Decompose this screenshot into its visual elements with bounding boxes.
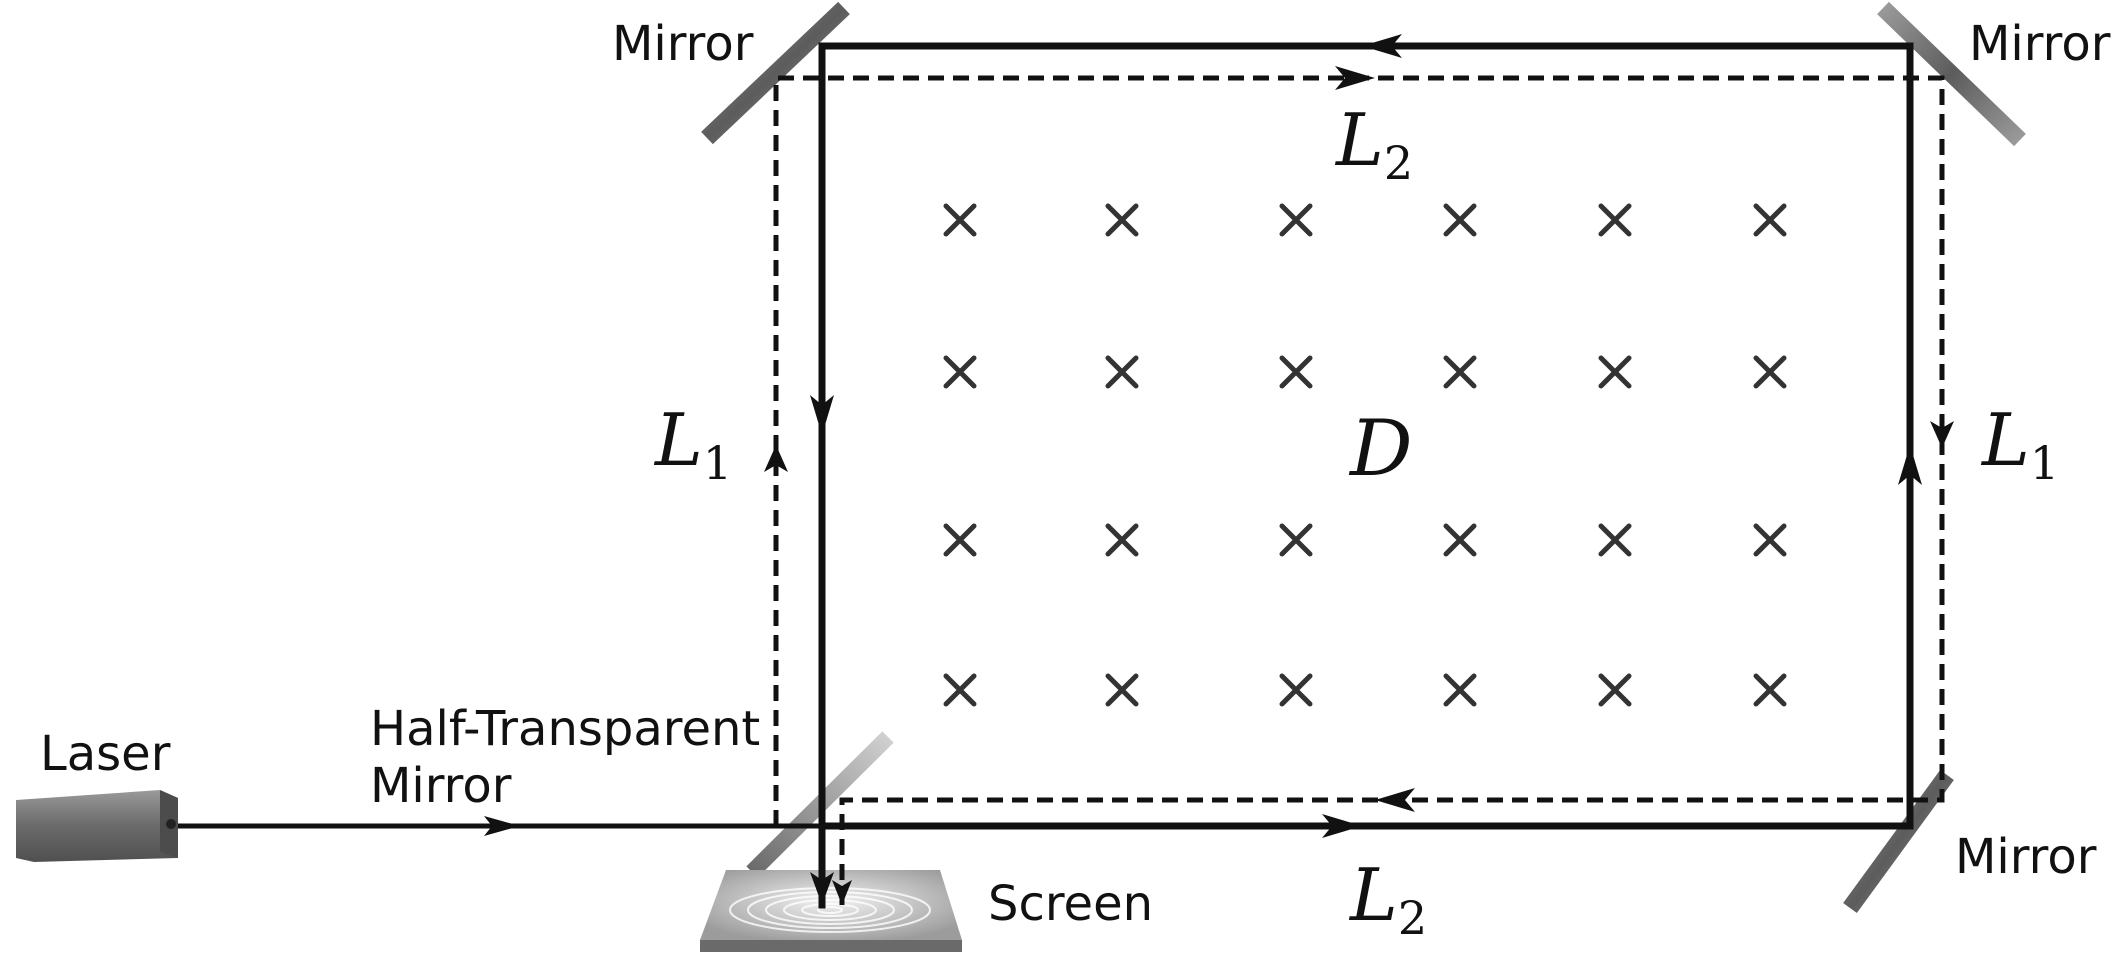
field-cross xyxy=(1105,673,1139,707)
field-cross xyxy=(1598,355,1632,389)
field-cross xyxy=(1279,203,1313,237)
magnetic-field-crosses xyxy=(943,203,1787,707)
field-cross-stroke xyxy=(1598,673,1632,707)
field-cross-stroke xyxy=(1598,355,1632,389)
field-cross xyxy=(943,355,977,389)
field-cross-stroke xyxy=(1443,203,1477,237)
label-half-mirror-line2: Mirror xyxy=(370,758,512,814)
label-L1-right-sub: 1 xyxy=(2030,436,2059,490)
label-L2-top-main: L xyxy=(1334,98,1384,182)
field-cross xyxy=(1105,523,1139,557)
field-cross-stroke xyxy=(1105,523,1139,557)
label-mirror-top-left: Mirror xyxy=(612,16,754,72)
field-cross xyxy=(1443,355,1477,389)
field-cross xyxy=(1443,203,1477,237)
field-cross-stroke xyxy=(1753,355,1787,389)
field-cross-stroke xyxy=(1279,673,1313,707)
label-L1-right: L1 xyxy=(1980,398,2059,490)
field-cross-stroke xyxy=(1105,673,1139,707)
label-L1-right-main: L xyxy=(1980,398,2030,482)
field-cross-stroke xyxy=(943,523,977,557)
field-cross-stroke xyxy=(1105,355,1139,389)
field-cross-stroke xyxy=(1279,355,1313,389)
field-cross xyxy=(1443,523,1477,557)
field-cross xyxy=(1753,523,1787,557)
label-domain-D: D xyxy=(1348,404,1413,494)
mirror-top-right xyxy=(1877,1,2026,147)
field-cross xyxy=(1443,673,1477,707)
field-cross-stroke xyxy=(1753,673,1787,707)
field-cross xyxy=(1598,523,1632,557)
mirror-top-left xyxy=(701,1,850,145)
label-L2-top-sub: 2 xyxy=(1384,136,1413,190)
field-cross-stroke xyxy=(1598,523,1632,557)
screen-device xyxy=(700,870,962,952)
field-cross-stroke xyxy=(1753,523,1787,557)
field-cross xyxy=(1598,673,1632,707)
field-cross-stroke xyxy=(1105,203,1139,237)
field-cross-stroke xyxy=(943,673,977,707)
field-cross-stroke xyxy=(1443,673,1477,707)
field-cross-stroke xyxy=(1443,523,1477,557)
label-L1-left-sub: 1 xyxy=(703,436,732,490)
field-cross xyxy=(1105,203,1139,237)
field-cross xyxy=(1753,673,1787,707)
beam-arrowheads xyxy=(484,34,1954,905)
solid-beam-loop xyxy=(818,42,1914,909)
field-cross-stroke xyxy=(943,203,977,237)
field-cross xyxy=(943,203,977,237)
label-mirror-bottom-right: Mirror xyxy=(1955,829,2097,885)
mirror-bottom-right xyxy=(1843,769,1954,914)
field-cross xyxy=(943,523,977,557)
field-cross-stroke xyxy=(1279,523,1313,557)
label-screen: Screen xyxy=(988,876,1153,932)
label-L1-left: L1 xyxy=(653,398,732,490)
field-cross-stroke xyxy=(1753,203,1787,237)
field-cross xyxy=(1753,203,1787,237)
field-cross-stroke xyxy=(1443,355,1477,389)
field-cross xyxy=(1279,523,1313,557)
label-L2-bottom-main: L xyxy=(1348,853,1398,937)
label-laser: Laser xyxy=(40,726,171,782)
field-cross xyxy=(1279,355,1313,389)
field-cross xyxy=(1105,355,1139,389)
label-L2-bottom: L2 xyxy=(1348,853,1427,945)
label-L2-bottom-sub: 2 xyxy=(1398,891,1427,945)
field-cross-stroke xyxy=(943,355,977,389)
label-half-mirror-line1: Half-Transparent xyxy=(370,701,760,757)
field-cross xyxy=(1753,355,1787,389)
field-cross-stroke xyxy=(1598,203,1632,237)
field-cross xyxy=(943,673,977,707)
dashed-beam-loop xyxy=(773,75,1945,912)
label-L2-top: L2 xyxy=(1334,98,1413,190)
field-cross xyxy=(1279,673,1313,707)
label-mirror-top-right: Mirror xyxy=(1969,16,2111,72)
laser-device xyxy=(16,790,178,862)
label-L1-left-main: L xyxy=(653,398,703,482)
field-cross-stroke xyxy=(1279,203,1313,237)
field-cross xyxy=(1598,203,1632,237)
